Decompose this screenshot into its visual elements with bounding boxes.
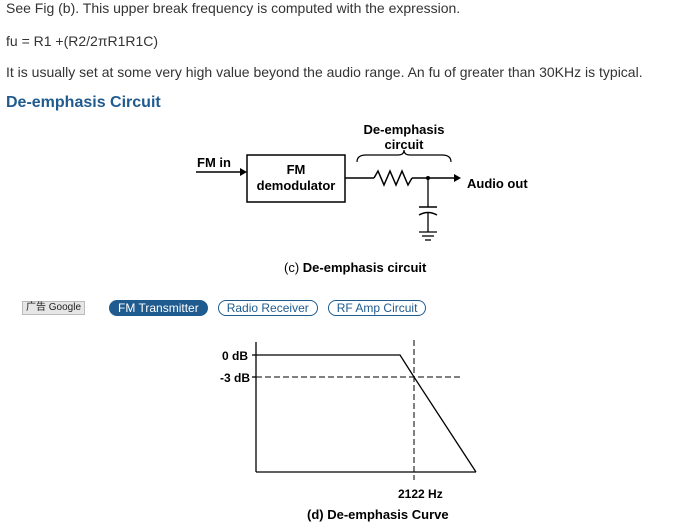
caption-prefix: (c) <box>284 260 299 275</box>
input-arrowhead <box>240 168 247 176</box>
ad-link-rf-amp-circuit[interactable]: RF Amp Circuit <box>327 300 427 316</box>
bracket-label-line2: circuit <box>384 137 424 152</box>
section-heading: De-emphasis Circuit <box>6 94 161 111</box>
fm-in-label: FM in <box>197 155 231 170</box>
block-label-line1: FM <box>287 162 306 177</box>
bracket-label-line1: De-emphasis <box>364 122 445 137</box>
caption-text: De-emphasis circuit <box>299 260 427 275</box>
block-label-line2: demodulator <box>257 178 336 193</box>
label-0db: 0 dB <box>222 349 248 363</box>
brace-symbol <box>356 149 452 163</box>
response-curve <box>256 354 477 473</box>
circuit-caption: (c) De-emphasis circuit <box>284 260 427 275</box>
resistor-symbol <box>373 169 413 187</box>
deemphasis-curve-figure: 0 dB -3 dB 2122 Hz (d) De-emphasis Curve <box>220 340 477 522</box>
output-arrowhead <box>454 174 461 182</box>
cap-plate-bottom <box>418 211 438 216</box>
deemphasis-circuit-figure: FM in FM demodulator De-emphasis circuit… <box>196 122 528 275</box>
ad-link-fm-transmitter[interactable]: FM Transmitter <box>109 300 208 316</box>
paragraph-break-frequency: See Fig (b). This upper break frequency … <box>6 0 461 16</box>
ad-links-bar: 广告 Google FM Transmitter Radio Receiver … <box>22 300 427 316</box>
curve-caption: (d) De-emphasis Curve <box>307 507 449 522</box>
formula-fu: fu = R1 +(R2/2πR1R1C) <box>6 33 159 49</box>
audio-out-label: Audio out <box>467 176 528 191</box>
paragraph-typical-value: It is usually set at some very high valu… <box>6 64 643 80</box>
label-minus-3db: -3 dB <box>220 371 250 385</box>
ads-by-google-label: 广告 Google <box>22 301 86 315</box>
ad-link-radio-receiver[interactable]: Radio Receiver <box>217 300 318 316</box>
cutoff-frequency-label: 2122 Hz <box>398 487 443 501</box>
